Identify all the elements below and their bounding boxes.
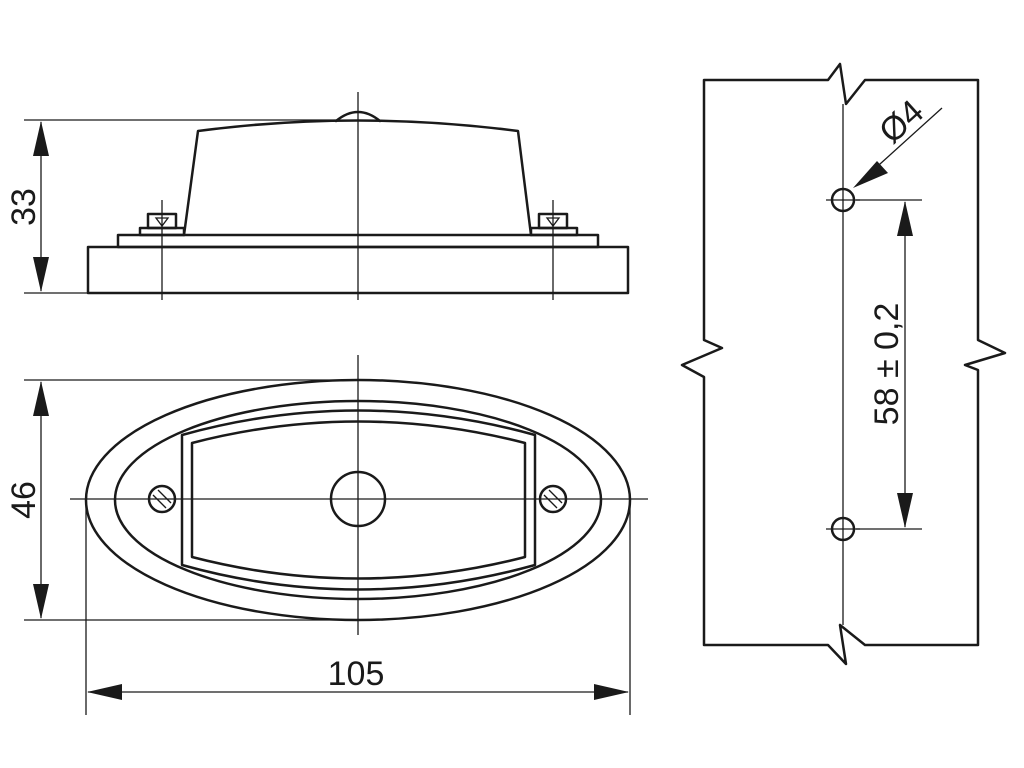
height-dimension-label: 33 <box>5 188 43 226</box>
upper-mounting-hole <box>826 187 860 213</box>
side-view <box>86 92 630 300</box>
length-dimension-label: 105 <box>328 655 385 693</box>
lens-inner <box>190 420 527 580</box>
length-dimension: 105 <box>85 505 631 715</box>
hole-spacing-label: 58 ± 0,2 <box>868 303 906 426</box>
lens-outline <box>180 409 537 591</box>
diameter-leader <box>869 107 943 174</box>
height-dimension: 33 <box>5 119 338 294</box>
mounting-hole-detail: 58 ± 0,2 Ø4 <box>680 62 1007 666</box>
right-screw <box>529 212 579 237</box>
lower-mounting-hole <box>826 516 860 542</box>
top-view <box>70 355 648 635</box>
width-dimension: 46 <box>5 379 358 621</box>
width-dimension-label: 46 <box>5 481 43 519</box>
